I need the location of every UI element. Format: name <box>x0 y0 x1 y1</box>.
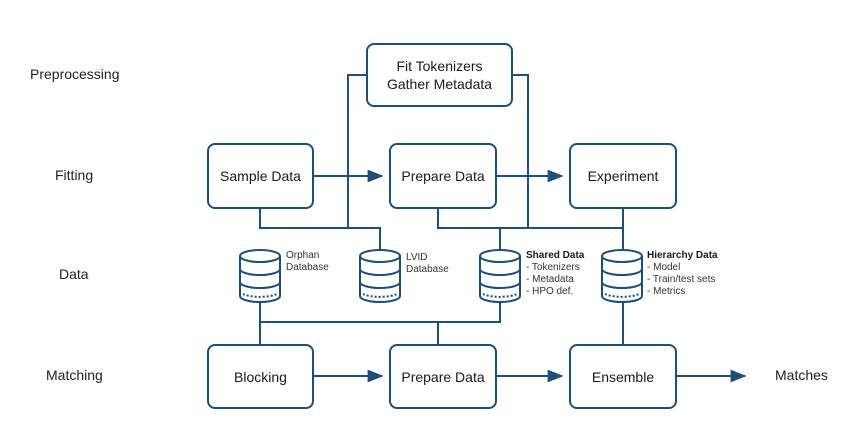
sample-data-node: Sample Data <box>207 143 314 209</box>
hierarchy-data-database-icon <box>601 249 643 303</box>
shared-data-title: Shared Data <box>526 250 585 261</box>
hierarchy-data-item: - Metrics <box>647 286 686 297</box>
prepare-fit-down-wire <box>437 208 623 229</box>
lvid-database-caption: LVID Database <box>406 252 449 276</box>
row-label-matching: Matching <box>46 367 103 383</box>
prepare-data-matching-node: Prepare Data <box>389 344 497 409</box>
sample-data-down-wire <box>259 208 348 229</box>
hierarchy-data-item: - Train/test sets <box>647 274 716 285</box>
experiment-label: Experiment <box>587 168 659 184</box>
shared-data-database-icon <box>479 249 521 303</box>
shared-down-wire <box>260 302 501 323</box>
ensemble-label: Ensemble <box>591 368 655 385</box>
prepare-data-matching-label: Prepare Data <box>401 368 485 385</box>
shared-data-item: - HPO def. <box>526 286 574 297</box>
orphan-caption-line1: Orphan <box>286 250 320 261</box>
preproc-right-wire <box>513 74 529 228</box>
row-label-data: Data <box>59 266 89 282</box>
experiment-node: Experiment <box>569 143 677 209</box>
matches-output-label: Matches <box>775 367 828 383</box>
shared-data-item: - Tokenizers <box>526 262 580 273</box>
prepare-data-fitting-label: Prepare Data <box>401 168 485 184</box>
orphan-database-caption: Orphan Database <box>286 250 329 274</box>
fit-tokenizers-line2: Gather Metadata <box>386 76 493 92</box>
blocking-label: Blocking <box>234 368 287 385</box>
row-label-preprocessing: Preprocessing <box>30 66 120 82</box>
shared-data-item: - Metadata <box>526 274 574 285</box>
row-label-fitting: Fitting <box>55 167 94 183</box>
prepare-data-fitting-node: Prepare Data <box>389 143 497 209</box>
orphan-database-icon <box>239 249 281 303</box>
fit-tokenizers-line1: Fit Tokenizers <box>396 58 483 74</box>
lvid-database-icon <box>359 249 401 303</box>
shared-data-caption: Shared Data - Tokenizers - Metadata - HP… <box>526 250 584 298</box>
blocking-node: Blocking <box>207 344 314 409</box>
fit-tokenizers-node: Fit Tokenizers Gather Metadata <box>366 43 513 107</box>
lvid-caption-line1: LVID <box>406 252 428 263</box>
ensemble-node: Ensemble <box>569 344 677 409</box>
hierarchy-data-caption: Hierarchy Data - Model - Train/test sets… <box>647 250 718 298</box>
sample-data-label: Sample Data <box>220 168 301 184</box>
hierarchy-data-title: Hierarchy Data <box>647 250 718 261</box>
hierarchy-data-item: - Model <box>647 262 681 273</box>
lvid-caption-line2: Database <box>406 264 449 275</box>
orphan-caption-line2: Database <box>286 262 329 273</box>
